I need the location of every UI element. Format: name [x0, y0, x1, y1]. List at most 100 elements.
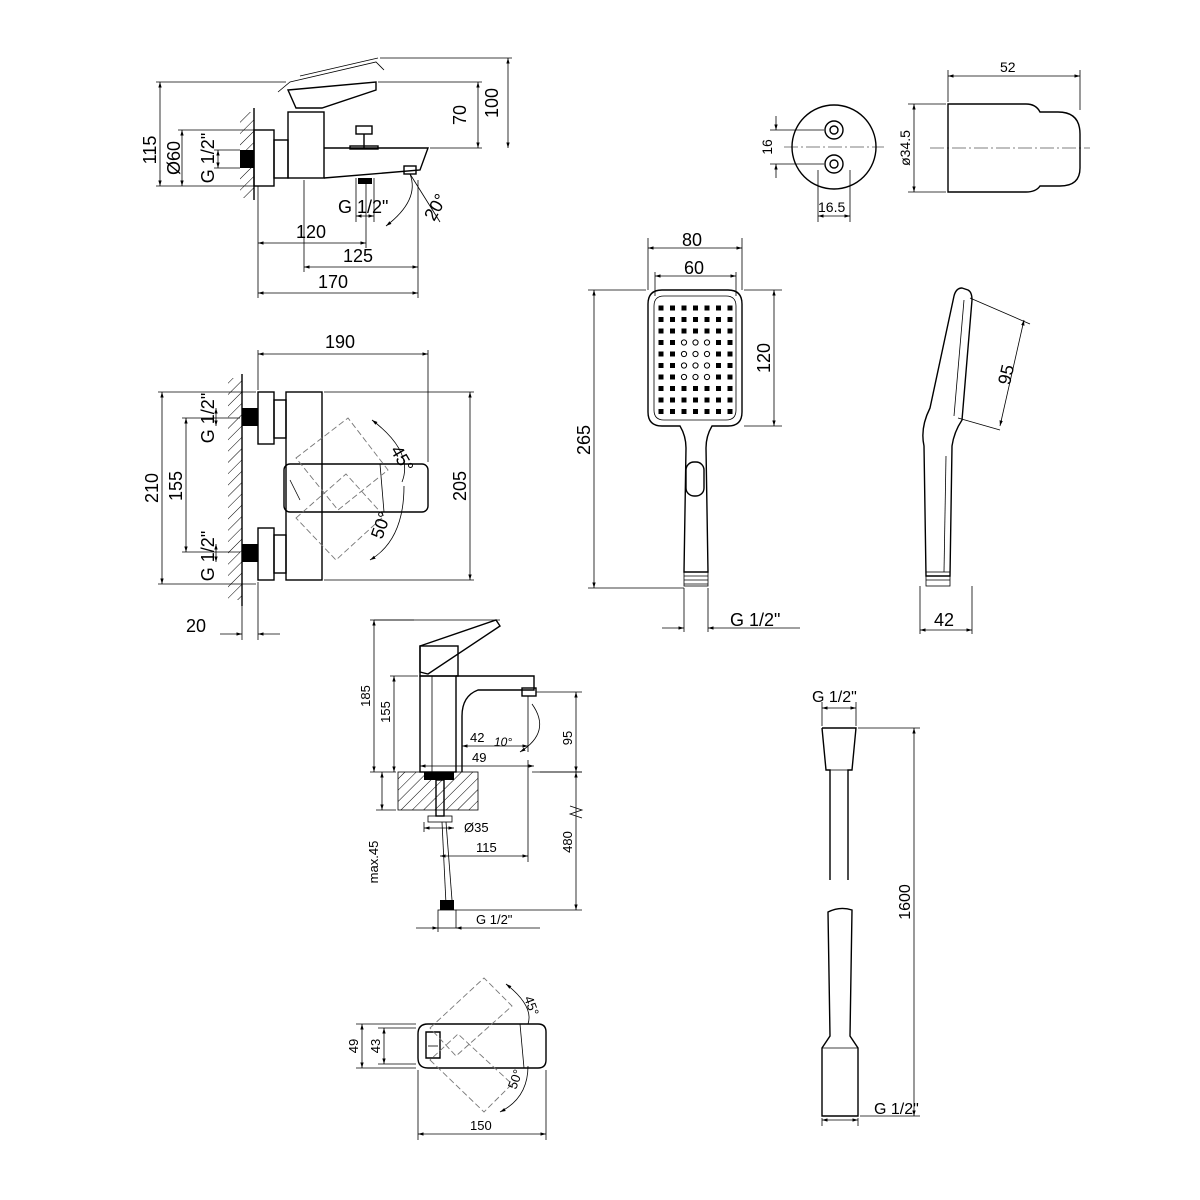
- nozzle: [727, 328, 733, 334]
- nozzle: [670, 340, 675, 345]
- nozzle: [716, 386, 721, 391]
- dim-52: 52: [1000, 59, 1016, 75]
- dim-g12-outlet: G 1/2": [338, 197, 388, 217]
- dim-20: 20: [186, 616, 206, 636]
- shower-hose-view: G 1/2" 1600 G 1/2": [812, 689, 920, 1126]
- dim-g12-bottom: G 1/2": [874, 1101, 919, 1118]
- nozzle: [670, 386, 675, 391]
- dim-480: 480: [560, 831, 575, 853]
- nozzle: [680, 373, 688, 381]
- dim-190: 190: [325, 332, 355, 352]
- nozzle: [693, 328, 698, 334]
- nozzle: [658, 328, 664, 334]
- nozzle: [703, 339, 711, 346]
- dim-1600: 1600: [897, 884, 914, 920]
- basin-mixer-view: 185 155 42 10° 95 49 Ø35 115 480 max.45 …: [358, 619, 584, 932]
- nozzle: [680, 362, 688, 369]
- nozzle: [658, 305, 664, 311]
- holder-side: [947, 103, 1081, 193]
- angle-45: 45°: [521, 994, 542, 1018]
- nozzle: [703, 350, 711, 358]
- nozzle: [716, 305, 721, 311]
- nozzle: [658, 363, 664, 368]
- nozzle: [703, 362, 711, 369]
- hand-shower-front-view: 80 60 120 265 G 1/2": [574, 230, 800, 632]
- dim-205: 205: [450, 471, 470, 501]
- nozzle: [692, 339, 699, 346]
- shower-holder-views: 16 16.5 52 ø34.5: [759, 59, 1090, 222]
- nozzle: [727, 386, 733, 391]
- dim-g12-top: G 1/2": [812, 689, 857, 706]
- dim-125: 125: [343, 246, 373, 266]
- dim-49: 49: [472, 750, 486, 765]
- dim-42: 42: [934, 610, 954, 630]
- nozzle: [727, 374, 733, 380]
- nozzle: [704, 305, 710, 311]
- angle-20: 20°: [420, 190, 451, 224]
- nozzle: [716, 328, 721, 334]
- nozzle: [716, 317, 721, 322]
- dim-70: 70: [450, 105, 470, 125]
- nozzle: [716, 363, 721, 368]
- nozzle: [681, 317, 687, 322]
- dim-max45: max.45: [366, 841, 381, 884]
- nozzle: [704, 409, 710, 414]
- angle-10: 10°: [494, 735, 512, 749]
- dim-16: 16: [759, 139, 775, 155]
- dim-100: 100: [482, 88, 502, 118]
- nozzle: [704, 328, 710, 334]
- angle-45: 45°: [387, 442, 418, 476]
- nozzle: [692, 350, 699, 358]
- nozzle: [727, 363, 733, 368]
- nozzle: [716, 351, 721, 357]
- nozzle: [703, 373, 711, 381]
- nozzle: [680, 350, 688, 358]
- dim-115: 115: [476, 840, 497, 855]
- nozzle: [693, 409, 698, 414]
- dim-95: 95: [560, 731, 575, 745]
- dim-120: 120: [754, 343, 774, 373]
- nozzle: [670, 351, 675, 357]
- nozzle: [670, 317, 675, 322]
- nozzle: [704, 397, 710, 403]
- dim-265: 265: [574, 425, 594, 455]
- nozzle: [658, 386, 664, 391]
- wall-hatch: [228, 378, 242, 600]
- nozzle: [693, 397, 698, 403]
- nozzle: [693, 317, 698, 322]
- nozzle: [670, 409, 675, 414]
- nozzle: [727, 340, 733, 345]
- nozzle: [670, 374, 675, 380]
- nozzle: [681, 409, 687, 414]
- nozzle: [681, 386, 687, 391]
- nozzle: [670, 397, 675, 403]
- nozzle: [693, 305, 698, 311]
- nozzle: [658, 340, 664, 345]
- dim-43: 43: [368, 1039, 383, 1053]
- dim-42: 42: [470, 730, 484, 745]
- dim-34-5: ø34.5: [897, 130, 913, 166]
- nozzle: [681, 305, 687, 311]
- dim-170: 170: [318, 272, 348, 292]
- nozzle: [692, 373, 699, 381]
- nozzle: [658, 317, 664, 322]
- nozzle: [727, 351, 733, 357]
- nozzle: [727, 317, 733, 322]
- shower-nozzles: [658, 305, 733, 414]
- nozzle: [670, 328, 675, 334]
- dim-g12: G 1/2": [476, 912, 513, 927]
- nozzle: [680, 339, 688, 346]
- angle-50: 50°: [367, 509, 395, 541]
- nozzle: [716, 409, 721, 414]
- dim-155: 155: [378, 701, 393, 723]
- hand-shower-side-view: 95 42: [919, 287, 1031, 634]
- nozzle: [658, 374, 664, 380]
- dim-120: 120: [296, 222, 326, 242]
- dim-185: 185: [358, 685, 373, 707]
- basin-top-view: 49 43 45° 50° 150: [346, 977, 547, 1140]
- nozzle: [670, 363, 675, 368]
- nozzle: [692, 362, 699, 369]
- dim-60: 60: [684, 258, 704, 278]
- nozzle: [727, 409, 733, 414]
- nozzle: [681, 328, 687, 334]
